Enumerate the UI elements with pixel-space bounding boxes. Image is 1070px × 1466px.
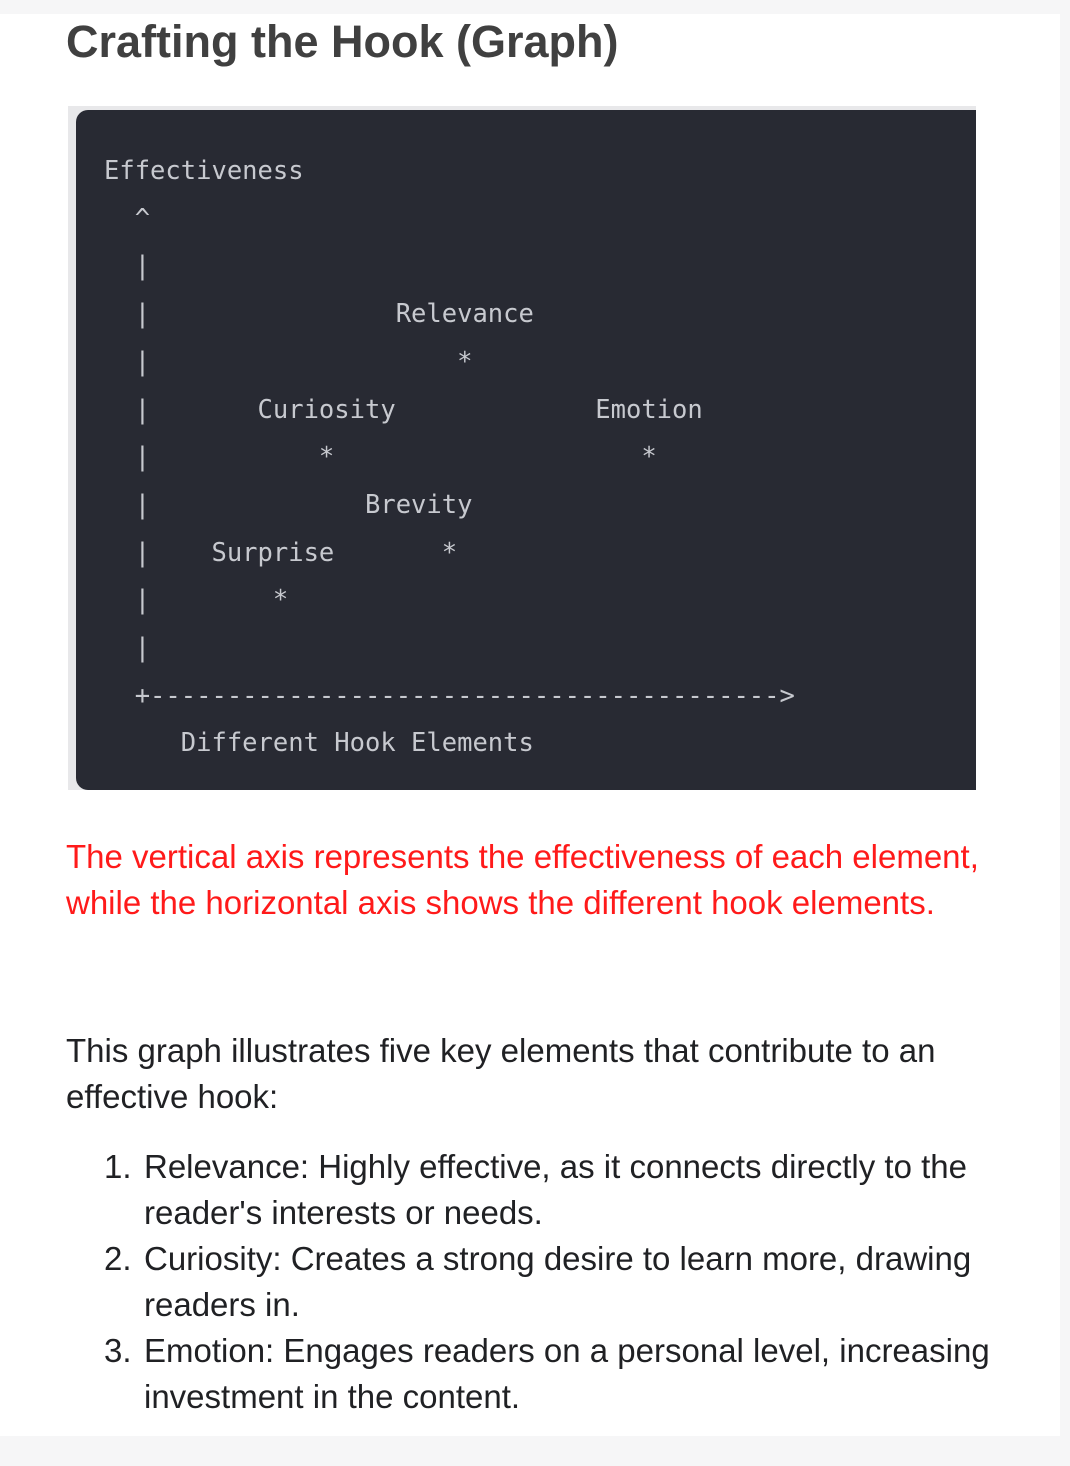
code-block: Effectiveness ^ | | Relevance | * | Curi… [76,110,976,790]
list-item-text: Relevance: Highly effective, as it conne… [144,1148,967,1231]
ascii-graph: Effectiveness ^ | | Relevance | * | Curi… [104,156,795,759]
list-item-text: Curiosity: Creates a strong desire to le… [144,1240,972,1323]
list-item-text: Emotion: Engages readers on a personal l… [144,1332,990,1415]
list-item: 3. Emotion: Engages readers on a persona… [104,1328,1054,1420]
page-title: Crafting the Hook (Graph) [66,16,619,67]
graph-caption: The vertical axis represents the effecti… [66,838,979,921]
list-item-number: 2. [104,1240,132,1277]
list-item: 1. Relevance: Highly effective, as it co… [104,1144,1054,1236]
document-page: Crafting the Hook (Graph) Effectiveness … [0,14,1060,1436]
code-block-frame: Effectiveness ^ | | Relevance | * | Curi… [68,106,976,790]
list-item: 2. Curiosity: Creates a strong desire to… [104,1236,1054,1328]
hook-elements-list: 1. Relevance: Highly effective, as it co… [104,1144,1054,1420]
list-item-number: 3. [104,1332,132,1369]
list-item-number: 1. [104,1148,132,1185]
intro-paragraph: This graph illustrates five key elements… [66,1032,936,1115]
